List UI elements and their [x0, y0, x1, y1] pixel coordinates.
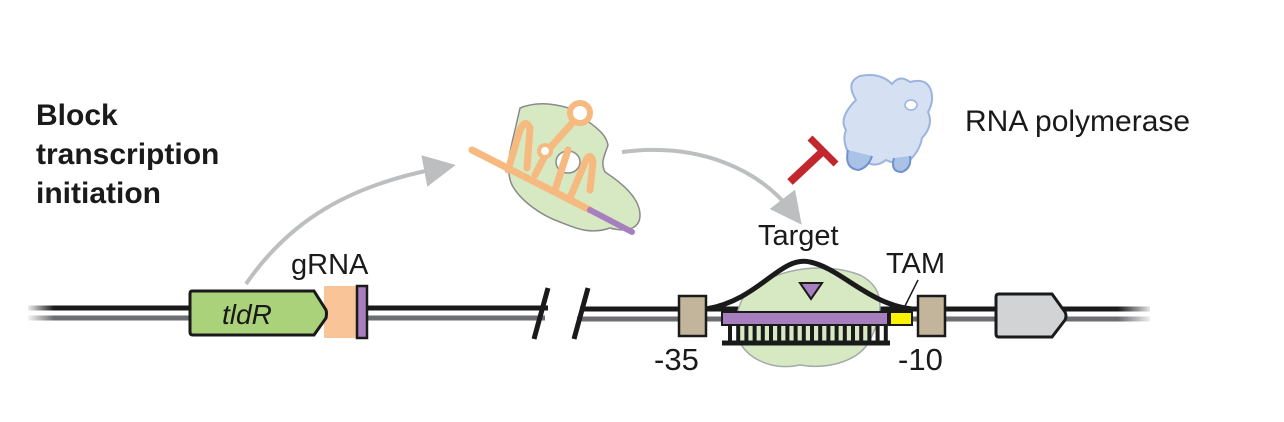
base-pair-rung [801, 325, 806, 342]
rna-polymerase-shape [842, 74, 934, 174]
base-pair-rung [834, 325, 839, 342]
guide-spacer-bar [721, 311, 889, 326]
grna-spacer-marker [355, 284, 369, 340]
base-pair-rung [851, 325, 855, 342]
promoter-minus35-box [677, 294, 708, 338]
tam-site [889, 311, 913, 326]
grna-site [324, 286, 356, 338]
base-pair-rung [728, 325, 732, 342]
base-pair-rung [736, 325, 741, 342]
tam-label: TAM [886, 248, 946, 280]
tldr-gene-arrow [188, 289, 328, 337]
base-pair-rung [826, 325, 831, 342]
inhibition-symbol [787, 135, 839, 185]
base-pair-rung [810, 325, 814, 342]
grna-label: gRNA [291, 249, 369, 281]
base-pair-rung [785, 325, 790, 342]
minus10-label: -10 [898, 342, 943, 377]
base-pair-rung [793, 325, 798, 342]
dna-fade-right [1118, 300, 1154, 324]
base-pair-rung [818, 325, 823, 342]
displaced-strand [705, 258, 913, 312]
expression-arrow [244, 155, 456, 286]
base-pair-rung [777, 325, 782, 342]
dna-fade-left [26, 300, 54, 324]
base-pair-rung [769, 325, 773, 342]
diagram-title: Block transcription initiation [36, 99, 220, 210]
rna-polymerase-label: RNA polymerase [965, 105, 1191, 138]
minus35-label: -35 [654, 342, 699, 377]
promoter-minus10-box [916, 294, 947, 338]
tam-pointer [904, 279, 919, 307]
base-pair-rung [760, 325, 765, 342]
targeting-arrow [621, 147, 802, 225]
rna-guided-complex [468, 100, 641, 235]
dna-break-marks [531, 287, 591, 340]
base-pair-rung [842, 325, 847, 342]
base-pair-rungs [728, 325, 888, 342]
base-pair-rung [752, 325, 757, 342]
target-triangle [798, 282, 824, 301]
base-pair-rung [867, 325, 872, 342]
base-pair-rung [883, 325, 888, 342]
gene-label: tldR [222, 299, 272, 330]
target-label: Target [758, 220, 839, 252]
base-pair-rung [744, 325, 749, 342]
base-pair-rung [875, 325, 880, 342]
downstream-gene-arrow [994, 292, 1068, 339]
base-pair-rung [859, 325, 864, 342]
